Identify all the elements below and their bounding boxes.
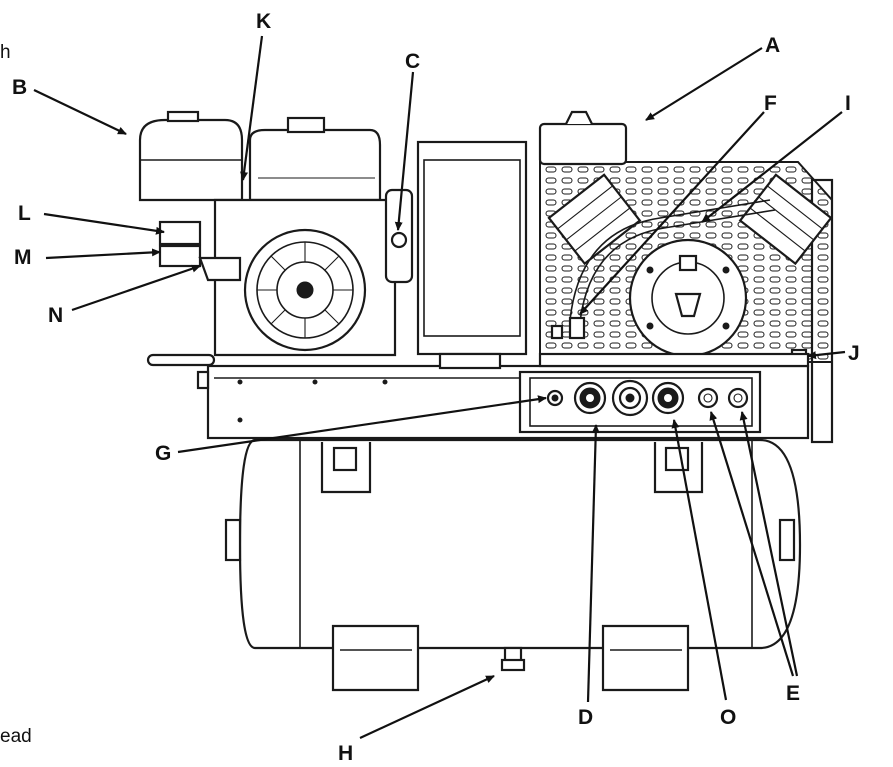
arrow-b xyxy=(33,89,127,135)
callout-m: M xyxy=(14,246,32,269)
arrow-m xyxy=(45,248,161,260)
arrow-h xyxy=(359,675,495,739)
cropped-text-bottom: ead xyxy=(0,726,32,747)
callout-labels: A B C D E F G H I J K L M N O xyxy=(12,10,860,765)
callout-b: B xyxy=(12,76,27,99)
arrow-e1 xyxy=(709,411,795,677)
callout-e: E xyxy=(786,682,800,705)
arrow-a xyxy=(645,47,763,121)
callout-c: C xyxy=(405,50,420,73)
cropped-text-top: h xyxy=(0,42,11,63)
callout-j: J xyxy=(848,342,860,365)
callout-g: G xyxy=(155,442,171,465)
control-panel xyxy=(518,370,762,434)
callout-d: D xyxy=(578,706,593,729)
gas-engine xyxy=(138,110,414,367)
callout-i: I xyxy=(845,92,851,115)
arrow-o xyxy=(671,419,728,701)
callout-h: H xyxy=(338,742,353,765)
callout-arrows xyxy=(33,35,846,739)
callout-a: A xyxy=(765,34,780,57)
arrow-i xyxy=(701,111,843,223)
arrow-n xyxy=(71,264,201,312)
callout-k: K xyxy=(256,10,271,33)
callout-n: N xyxy=(48,304,63,327)
callout-l: L xyxy=(18,202,31,225)
arrow-j xyxy=(807,350,846,360)
air-tank xyxy=(224,438,802,692)
arrow-d xyxy=(586,424,600,703)
arrow-l xyxy=(43,212,165,235)
arrow-g xyxy=(177,395,547,454)
belt-guard xyxy=(416,140,528,370)
arrow-f xyxy=(579,111,765,315)
arrow-e2 xyxy=(739,411,799,677)
callout-o: O xyxy=(720,706,736,729)
arrow-k xyxy=(240,35,264,181)
arrow-c xyxy=(394,71,415,231)
air-compressor-pump xyxy=(538,110,833,368)
callout-f: F xyxy=(764,92,777,115)
